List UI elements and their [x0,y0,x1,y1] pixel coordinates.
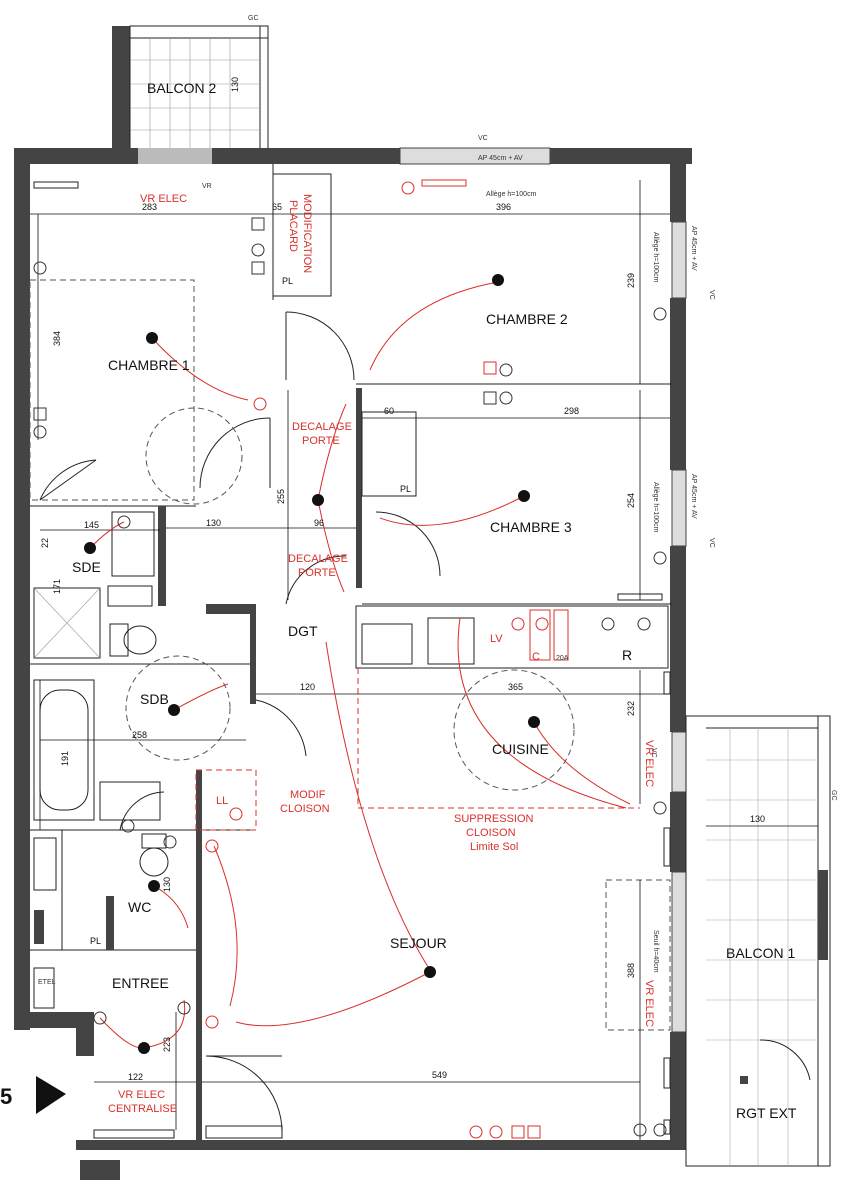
outlets-red [33,181,569,1139]
20a-label: 20A [556,655,569,662]
dimension-texts: 283 65 396 384 239 60 298 254 255 130 96… [40,202,765,1082]
dimension-lines [30,180,818,1140]
modification-label: MODIFICATION [301,194,313,273]
etel-label: ETEL [38,979,56,986]
balcon-2: BALCON 2 130 GC [112,15,269,151]
room-label-wc: WC [128,899,151,915]
dim-130-mid: 130 [206,518,221,528]
dim-283: 283 [142,202,157,212]
dim-191: 191 [60,751,70,766]
decalage1-line1: DECALAGE [292,421,352,433]
ll-label: LL [216,795,228,807]
gc-label-right: GC [830,790,837,801]
room-label-balcon1: BALCON 1 [726,945,795,961]
dim-22: 22 [40,538,50,548]
vr-elec-centralise-2: CENTRALISE [108,1103,177,1115]
dim-120: 120 [300,682,315,692]
modif-line1: MODIF [290,789,326,801]
annotations: VR ELEC VR MODIFICATION PLACARD DECALAGE… [108,135,837,1115]
room-label-chambre3: CHAMBRE 3 [490,519,572,535]
dim-239: 239 [626,273,636,288]
interior-walls [30,164,831,1167]
dim-balcon2-130: 130 [230,77,240,92]
c-label: C [532,651,540,663]
room-label-sdb: SDB [140,691,169,707]
dim-232: 232 [626,701,636,716]
gc-label-top: GC [248,15,259,22]
vr-elec-kitchen: VR ELEC [643,740,655,787]
dim-365: 365 [508,682,523,692]
pl-label-3: PL [90,936,101,946]
dim-258: 258 [132,730,147,740]
dim-388: 388 [626,963,636,978]
room-label-balcon2: BALCON 2 [147,80,216,96]
dim-255: 255 [276,489,286,504]
room-label-dgt: DGT [288,623,318,639]
dim-384: 384 [52,331,62,346]
dim-145: 145 [84,520,99,530]
r-label: R [622,647,632,663]
dim-122: 122 [128,1072,143,1082]
vc-right-2: VC [708,538,715,548]
light-points [84,274,540,1054]
decalage1-line2: PORTE [302,435,340,447]
dim-396: 396 [496,202,511,212]
allege-right-2: Allège h=100cm [652,482,659,533]
room-label-cuisine: CUISINE [492,741,549,757]
dim-298: 298 [564,406,579,416]
dim-130-wc: 130 [162,877,172,892]
room-label-chambre2: CHAMBRE 2 [486,311,568,327]
turning-circles [29,279,671,1031]
room-labels: CHAMBRE 1 CHAMBRE 2 CHAMBRE 3 SDE SDB DG… [38,276,797,1121]
entry-arrow-icon [36,1076,66,1114]
pl-label-2: PL [400,484,411,494]
dim-549: 549 [432,1070,447,1080]
placard-label: PLACARD [287,200,299,252]
outlets [33,243,667,1137]
entry-marker: 5 [0,1076,66,1114]
seuil-label: Seuil h=40cm [652,930,659,973]
ap-top: AP 45cm + AV [478,155,523,162]
vr-elec-top: VR ELEC [140,193,187,205]
room-label-sejour: SEJOUR [390,935,447,951]
pl-label-1: PL [282,276,293,286]
vr-elec-centralise-1: VR ELEC [118,1089,165,1101]
allege-right-1: Allège h=100cm [652,232,659,283]
ap-right-1: AP 45cm + AV [690,226,697,271]
room-label-chambre1: CHAMBRE 1 [108,357,190,373]
dim-65: 65 [272,202,282,212]
dim-96: 96 [314,518,324,528]
room-label-sde: SDE [72,559,101,575]
vr-elec-right: VR ELEC [643,980,655,1027]
room-label-entree: ENTREE [112,975,169,991]
suppression-line1: SUPPRESSION [454,813,534,825]
dim-130-balcon1: 130 [750,814,765,824]
suppression-line2: CLOISON [466,827,516,839]
decalage2-line1: DECALAGE [288,553,348,565]
suppression-line3: Limite Sol [470,841,518,853]
decalage2-line2: PORTE [298,567,336,579]
vc-right-1: VC [708,290,715,300]
lv-label: LV [490,633,503,645]
electric-lines [89,281,631,1049]
dim-171: 171 [52,579,62,594]
fixtures [33,179,748,1180]
vc-top: VC [478,135,488,142]
entry-number: 5 [0,1084,12,1109]
ap-right-2: AP 45cm + AV [690,474,697,519]
outer-walls [14,147,692,1150]
doors [39,311,811,1133]
vc-right-3: VC [650,748,657,758]
balcon-1-grid [706,728,818,1166]
dim-60: 60 [384,406,394,416]
allege-top: Allège h=100cm [486,191,537,198]
modif-line2: CLOISON [280,803,330,815]
room-label-rgt-ext: RGT EXT [736,1105,797,1121]
vr-top: VR [202,183,212,190]
dim-254: 254 [626,493,636,508]
dim-223: 223 [162,1037,172,1052]
